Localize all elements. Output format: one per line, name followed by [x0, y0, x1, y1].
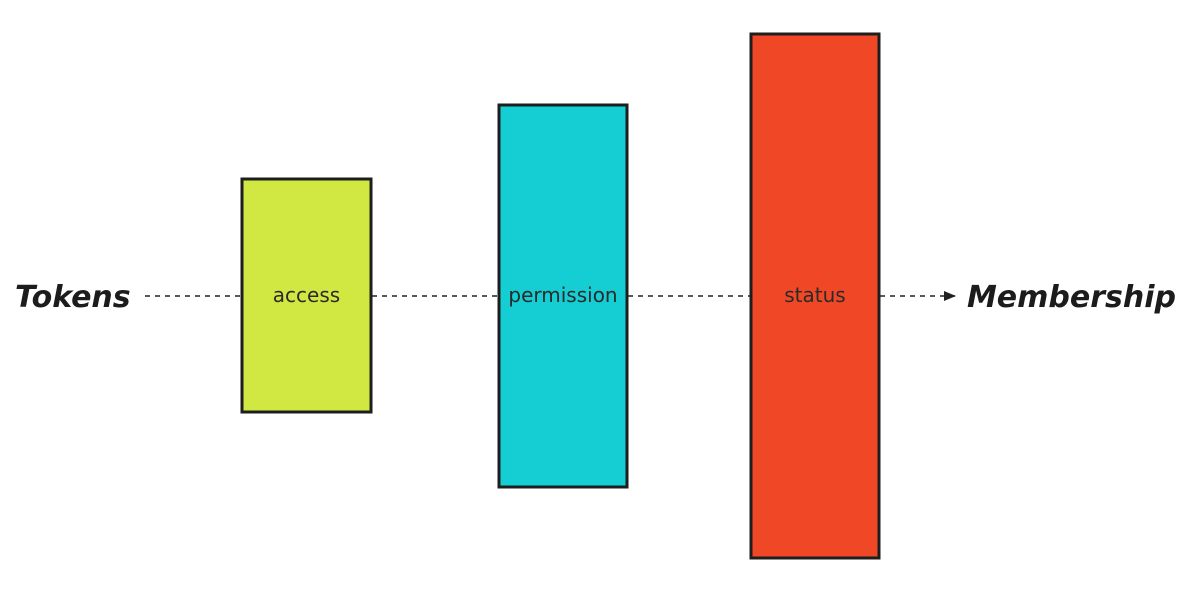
source-label: Tokens [15, 280, 131, 315]
permission-label: permission [508, 283, 617, 307]
target-label: Membership [967, 280, 1176, 315]
access-label: access [273, 283, 340, 307]
access-block [240, 177, 373, 414]
status-block [749, 32, 881, 560]
status-label: status [784, 283, 845, 307]
permission-block [497, 103, 629, 489]
